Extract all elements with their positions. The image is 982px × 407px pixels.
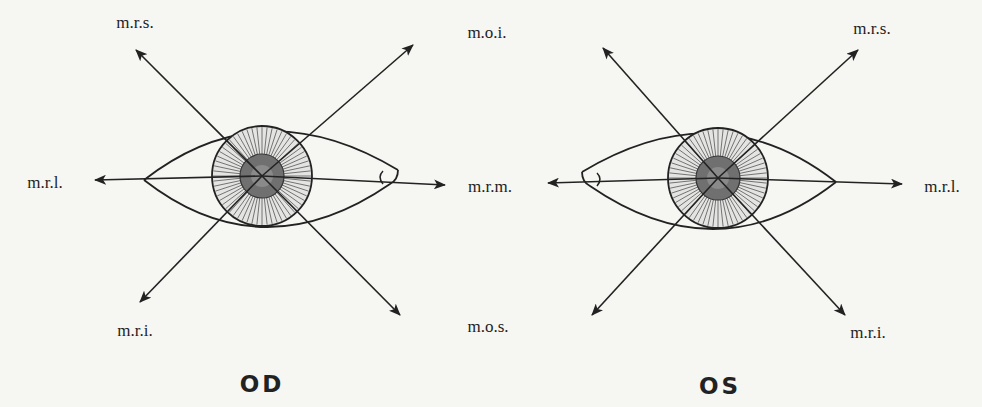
iris-spoke (278, 191, 298, 209)
muscle-label: m.r.s. (853, 20, 890, 37)
iris-spoke (678, 191, 700, 207)
iris-spoke (740, 173, 767, 176)
iris-spoke (725, 131, 733, 157)
iris-spoke (669, 180, 696, 183)
iris-spoke (720, 129, 723, 156)
iris-spoke (214, 181, 240, 187)
muscle-label: m.r.m. (468, 178, 512, 195)
iris-spoke (740, 183, 766, 189)
muscle-label: m.r.l. (924, 178, 959, 195)
iris-spoke (284, 171, 311, 174)
iris-spoke (682, 193, 702, 211)
iris-spoke (252, 128, 258, 154)
iris-spoke (257, 198, 260, 225)
iris-spoke (703, 199, 711, 225)
iris-spoke (739, 185, 765, 193)
muscle-label: m.r.l. (27, 174, 62, 191)
iris-spoke (283, 161, 309, 169)
eye-label: OS (699, 375, 741, 398)
iris-spoke (213, 178, 240, 181)
iris-spoke (267, 198, 273, 224)
iris-spoke (720, 200, 723, 227)
iris-spoke (723, 200, 729, 226)
iris-spoke (713, 200, 716, 227)
iris-spoke (718, 129, 719, 156)
iris-spoke (257, 127, 260, 154)
iris-spoke (740, 180, 767, 183)
iris-spoke (734, 193, 754, 211)
iris-spoke (262, 198, 263, 225)
iris-spoke (708, 200, 714, 226)
iris-spoke (740, 168, 766, 174)
muscle-arrows (95, 45, 902, 315)
iris-spoke (247, 129, 255, 155)
iris-spoke (671, 163, 697, 171)
iris-spoke (226, 143, 246, 161)
iris-spoke (284, 181, 310, 187)
iris-spoke (226, 191, 246, 209)
iris-spoke (275, 136, 291, 158)
iris-spoke (264, 127, 267, 154)
iris-spoke (214, 166, 240, 172)
iris-spoke (215, 183, 241, 191)
iris-spoke (708, 130, 714, 156)
iris-spoke (669, 173, 696, 176)
iris-spoke (252, 198, 258, 224)
muscle-label: m.o.i. (467, 24, 506, 41)
iris-spoke (723, 130, 729, 156)
muscle-label: m.r.i. (117, 322, 152, 339)
iris-spoke (670, 183, 696, 189)
iris-spoke (733, 142, 751, 162)
iris-spoke (267, 128, 273, 154)
iris-spoke (262, 127, 263, 154)
iris-spoke (718, 200, 719, 227)
muscle-label: m.r.i. (850, 324, 885, 341)
iris-spoke (284, 176, 311, 177)
iris-spoke (229, 140, 247, 160)
iris-spoke (713, 129, 716, 156)
iris-spoke (229, 192, 247, 212)
eye-label: OD (240, 373, 285, 396)
iris-spoke (277, 192, 295, 212)
iris-spoke (264, 198, 267, 225)
iris-spoke (213, 171, 240, 174)
muscle-label: m.o.s. (467, 318, 508, 335)
muscle-label: m.r.s. (116, 14, 153, 31)
iris-spoke (269, 197, 277, 223)
iris-spoke (670, 168, 696, 174)
iris-spoke (284, 166, 310, 172)
